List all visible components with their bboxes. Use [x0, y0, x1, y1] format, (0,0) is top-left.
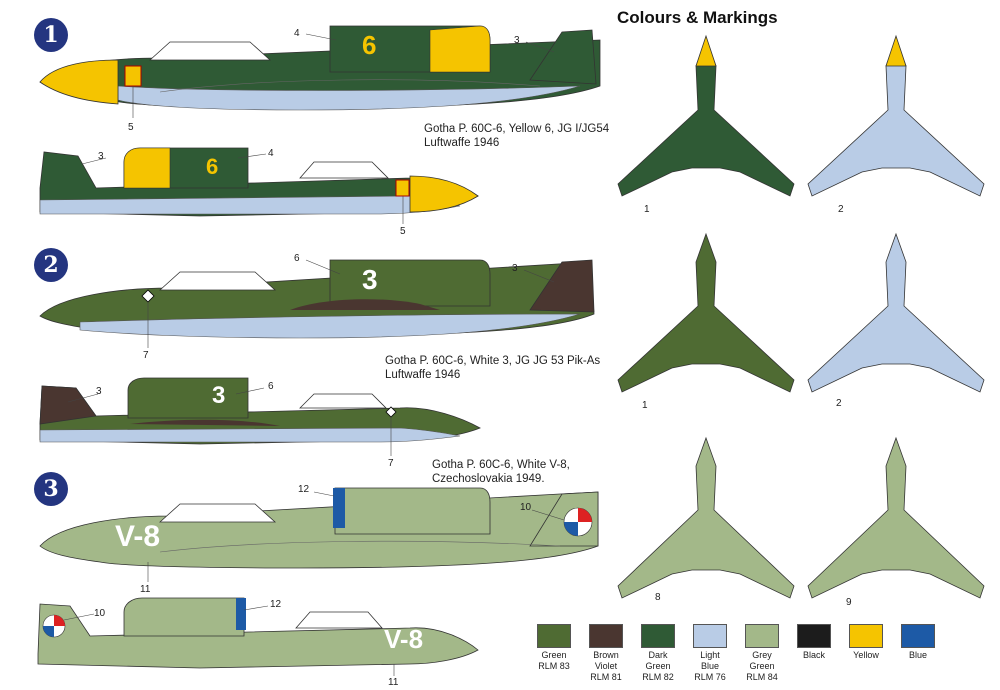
scheme-3-caption: Gotha P. 60C-6, White V-8, Czechoslovaki… — [432, 459, 570, 485]
callout-label: 3 — [512, 263, 518, 274]
scheme-3-profile-left — [39, 487, 599, 569]
palette-swatch: Black — [788, 624, 840, 661]
callout-label: 10 — [520, 502, 532, 513]
swatch-color — [745, 624, 779, 648]
palette-swatch: Yellow — [840, 624, 892, 661]
callout-label: 6 — [268, 381, 274, 392]
swatch-color — [641, 624, 675, 648]
scheme-2-code-top: 3 — [362, 264, 378, 295]
scheme-1-code-top: 6 — [362, 30, 377, 60]
scheme-2-code-bottom: 3 — [212, 382, 226, 409]
scheme-1-profile-right — [39, 147, 479, 217]
callout-label: 7 — [143, 350, 149, 361]
callout-label: 3 — [96, 386, 102, 397]
leader-lines — [63, 33, 565, 676]
callout-label: 5 — [400, 226, 406, 237]
scheme-3-code-top: V-8 — [115, 520, 161, 553]
callout-label: 1 — [644, 204, 650, 215]
scheme-3-badge: 3 — [34, 472, 68, 506]
callout-label: 4 — [294, 28, 300, 39]
scheme-1-caption: Gotha P. 60C-6, Yellow 6, JG I/JG54 Luft… — [424, 123, 610, 149]
page-title: Colours & Markings — [617, 8, 778, 27]
scheme-3-profile-right — [37, 597, 479, 669]
callout-label: 7 — [388, 458, 394, 469]
callout-label: 2 — [836, 398, 842, 409]
callout-label: 8 — [655, 592, 661, 603]
scheme-1-badge: 1 — [34, 18, 68, 52]
callout-label: 12 — [298, 484, 310, 495]
swatch-color — [849, 624, 883, 648]
callout-label: 11 — [388, 677, 399, 688]
scheme-3-code-bottom: V-8 — [384, 624, 424, 654]
swatch-color — [797, 624, 831, 648]
callout-label: 3 — [514, 35, 520, 46]
scheme-2-caption: Gotha P. 60C-6, White 3, JG JG 53 Pik-As… — [385, 355, 601, 381]
scheme-1-profile-left — [39, 25, 601, 111]
swatch-color — [589, 624, 623, 648]
scheme-2-badge: 2 — [34, 248, 68, 282]
callout-label: 4 — [268, 148, 274, 159]
callout-label: 2 — [838, 204, 844, 215]
palette-swatch: Blue — [892, 624, 944, 661]
scheme-2-profile-left — [39, 259, 595, 339]
callout-label: 11 — [140, 584, 151, 595]
callout-label: 12 — [270, 599, 282, 610]
callout-label: 3 — [98, 151, 104, 162]
callout-label: 10 — [94, 608, 106, 619]
top-views — [617, 34, 985, 599]
swatch-color — [537, 624, 571, 648]
swatch-color — [693, 624, 727, 648]
callout-label: 5 — [128, 122, 134, 133]
callout-label: 6 — [294, 253, 300, 264]
callout-label: 9 — [846, 597, 852, 608]
scheme-2-profile-right — [39, 377, 481, 445]
swatch-color — [901, 624, 935, 648]
scheme-1-code-bottom: 6 — [206, 154, 219, 179]
callout-label: 1 — [642, 400, 648, 411]
